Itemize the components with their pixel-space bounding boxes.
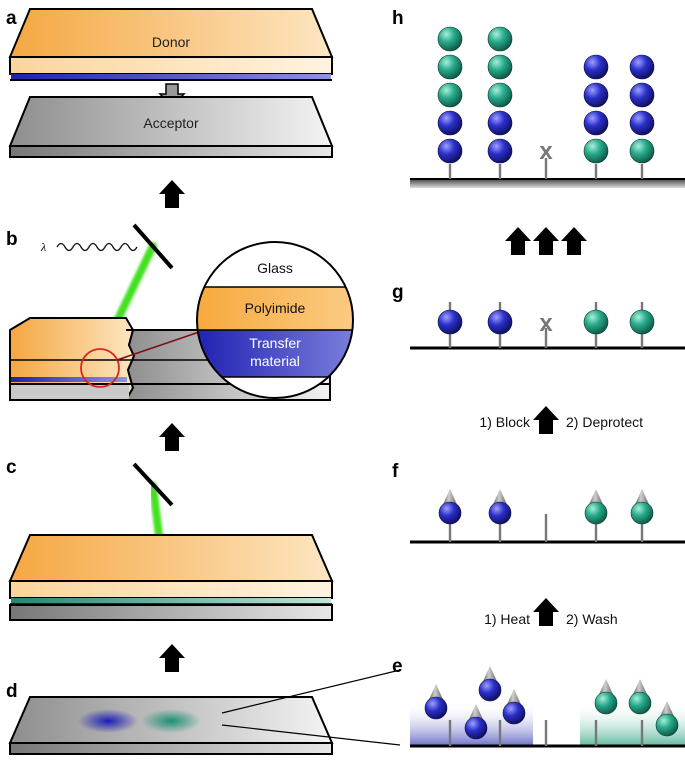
bead-blue	[487, 309, 513, 335]
magnifier-circle	[80, 348, 120, 388]
protected-monomer-teal	[584, 488, 608, 525]
step-right-label: 2) Deprotect	[566, 414, 643, 430]
wavelength-symbol: λ	[40, 240, 46, 254]
monomer-teal	[594, 678, 618, 715]
step-heat-wash: 1) Heat 2) Wash	[484, 598, 618, 627]
protected-monomer-blue	[488, 488, 512, 525]
protected-monomer-teal	[630, 488, 654, 525]
panel-f: f	[392, 461, 685, 544]
oligo-column-4	[629, 54, 655, 164]
oligo-column-1	[437, 26, 463, 164]
panel-label-f: f	[392, 461, 399, 482]
panel-label-e: e	[392, 656, 403, 677]
panel-label-h: h	[392, 8, 404, 29]
mirror	[132, 223, 174, 270]
panel-b: b λ	[6, 223, 354, 401]
acceptor-slide	[8, 96, 334, 158]
panel-label-g: g	[392, 282, 404, 303]
donor-label: Donor	[152, 34, 190, 50]
repeat-arrows	[505, 227, 587, 255]
arrow-b-to-c	[159, 423, 185, 451]
blocked-site-mark: x	[539, 310, 553, 337]
panel-h: h x	[392, 8, 685, 188]
donor-slide	[8, 8, 334, 81]
panel-e: e	[392, 656, 685, 748]
inset-glass-label: Glass	[257, 260, 293, 276]
step-block-deprotect: 1) Block 2) Deprotect	[479, 406, 643, 434]
protected-monomer-blue	[438, 488, 462, 525]
linkers-h	[448, 158, 644, 179]
linkers-e	[448, 720, 644, 746]
oligo-column-3	[583, 54, 609, 164]
inset-transfer-label-line1: Transfer	[249, 335, 301, 351]
linkers-f	[448, 514, 644, 542]
panel-d: d	[6, 669, 401, 755]
spot-blue	[78, 709, 138, 733]
panel-c: c	[6, 457, 334, 621]
blocked-site-mark: x	[539, 138, 553, 165]
bead-teal	[629, 309, 655, 335]
panel-g: g x	[392, 282, 685, 350]
arrow-a-to-b	[159, 180, 185, 208]
monomer-blue	[478, 665, 502, 702]
donor-acceptor-stack	[8, 534, 334, 621]
zoom-line-top	[221, 669, 401, 714]
surface-h	[410, 179, 685, 188]
inset-polyimide-label: Polyimide	[245, 300, 306, 316]
zoom-line-bottom	[221, 724, 401, 746]
bead-blue	[437, 309, 463, 335]
step-left-label: 1) Block	[479, 414, 531, 430]
step-left-label: 1) Heat	[484, 611, 530, 627]
inset-transfer-label-line2: material	[250, 353, 300, 369]
step-right-label: 2) Wash	[566, 611, 618, 627]
panel-label-d: d	[6, 681, 18, 702]
monomer-blue	[424, 683, 448, 720]
panel-label-b: b	[6, 229, 18, 250]
mirror	[132, 462, 174, 507]
oligo-column-2	[487, 26, 513, 164]
panel-label-c: c	[6, 457, 17, 478]
panel-a: a Donor Acceptor	[6, 8, 334, 158]
magnifier-leader	[116, 329, 206, 361]
spot-teal	[141, 709, 201, 733]
bead-teal	[583, 309, 609, 335]
monomer-teal	[628, 678, 652, 715]
monomer-blue	[502, 688, 526, 725]
panel-label-a: a	[6, 8, 17, 29]
acceptor-label: Acceptor	[143, 115, 199, 131]
arrow-c-to-d	[159, 644, 185, 672]
